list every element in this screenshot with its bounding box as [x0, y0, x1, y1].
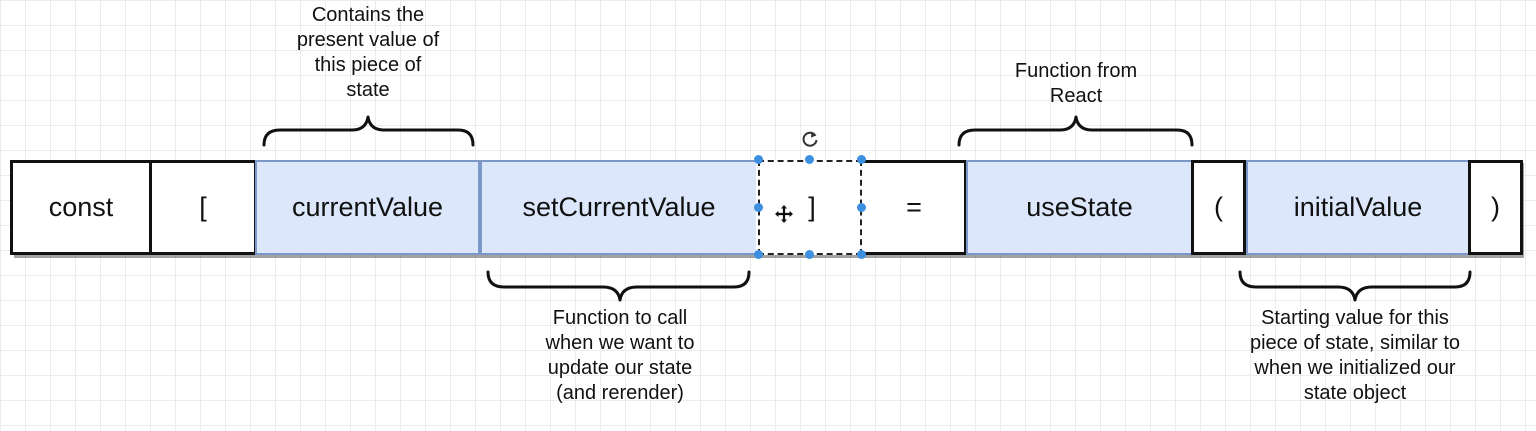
use-state-box[interactable]: useState: [966, 160, 1193, 255]
move-cursor-icon: [774, 200, 794, 223]
set-current-value-box[interactable]: setCurrentValue: [480, 160, 758, 255]
close-paren-box[interactable]: ): [1468, 160, 1523, 255]
annotation-line: state object: [1303, 382, 1407, 404]
annotation-use-state: Function from React: [976, 59, 1176, 109]
brace-current-value: [262, 115, 475, 147]
use-state-label: useState: [1026, 192, 1133, 222]
annotation-line: Function from: [1014, 60, 1138, 82]
annotation-current-value: Contains the present value of this piece…: [268, 3, 468, 103]
const-label: const: [48, 192, 114, 222]
brace-initial-value: [1238, 270, 1472, 302]
close-bracket-label: ]: [808, 192, 816, 222]
equals-box[interactable]: =: [864, 160, 967, 255]
selection-handle-right[interactable]: [857, 203, 866, 212]
selection-handle-bottom-right[interactable]: [857, 250, 866, 259]
annotation-line: Contains the: [311, 4, 425, 26]
open-paren-box[interactable]: (: [1191, 160, 1246, 255]
annotation-line: present value of: [296, 29, 440, 51]
selection-handle-top-right[interactable]: [857, 155, 866, 164]
set-current-value-label: setCurrentValue: [522, 192, 716, 222]
close-paren-label: ): [1491, 192, 1500, 222]
selection-handle-top[interactable]: [805, 155, 814, 164]
open-bracket-label: [: [199, 192, 207, 222]
selection-handle-top-left[interactable]: [754, 155, 763, 164]
annotation-set-current-value: Function to call when we want to update …: [520, 306, 720, 406]
open-paren-label: (: [1214, 192, 1223, 222]
annotation-line: Starting value for this: [1261, 307, 1449, 329]
brace-set-current-value: [486, 270, 751, 302]
initial-value-box[interactable]: initialValue: [1246, 160, 1470, 255]
annotation-initial-value: Starting value for this piece of state, …: [1215, 306, 1495, 406]
selection-handle-bottom[interactable]: [805, 250, 814, 259]
annotation-line: when we want to: [545, 332, 695, 354]
initial-value-label: initialValue: [1293, 192, 1423, 222]
current-value-label: currentValue: [291, 192, 444, 222]
const-box[interactable]: const: [10, 160, 152, 255]
selection-handle-left[interactable]: [754, 203, 763, 212]
equals-label: =: [906, 192, 922, 222]
selection-handle-bottom-left[interactable]: [754, 250, 763, 259]
annotation-line: React: [1049, 85, 1103, 107]
annotation-line: update our state: [547, 357, 693, 379]
rotate-icon[interactable]: [800, 129, 820, 149]
annotation-line: state: [346, 79, 390, 101]
annotation-line: this piece of: [314, 54, 422, 76]
current-value-box[interactable]: currentValue: [255, 160, 480, 255]
annotation-line: (and rerender): [556, 382, 684, 404]
annotation-line: piece of state, similar to: [1249, 332, 1461, 354]
annotation-line: Function to call: [552, 307, 688, 329]
brace-use-state: [957, 115, 1194, 147]
annotation-line: when we initialized our: [1254, 357, 1456, 379]
